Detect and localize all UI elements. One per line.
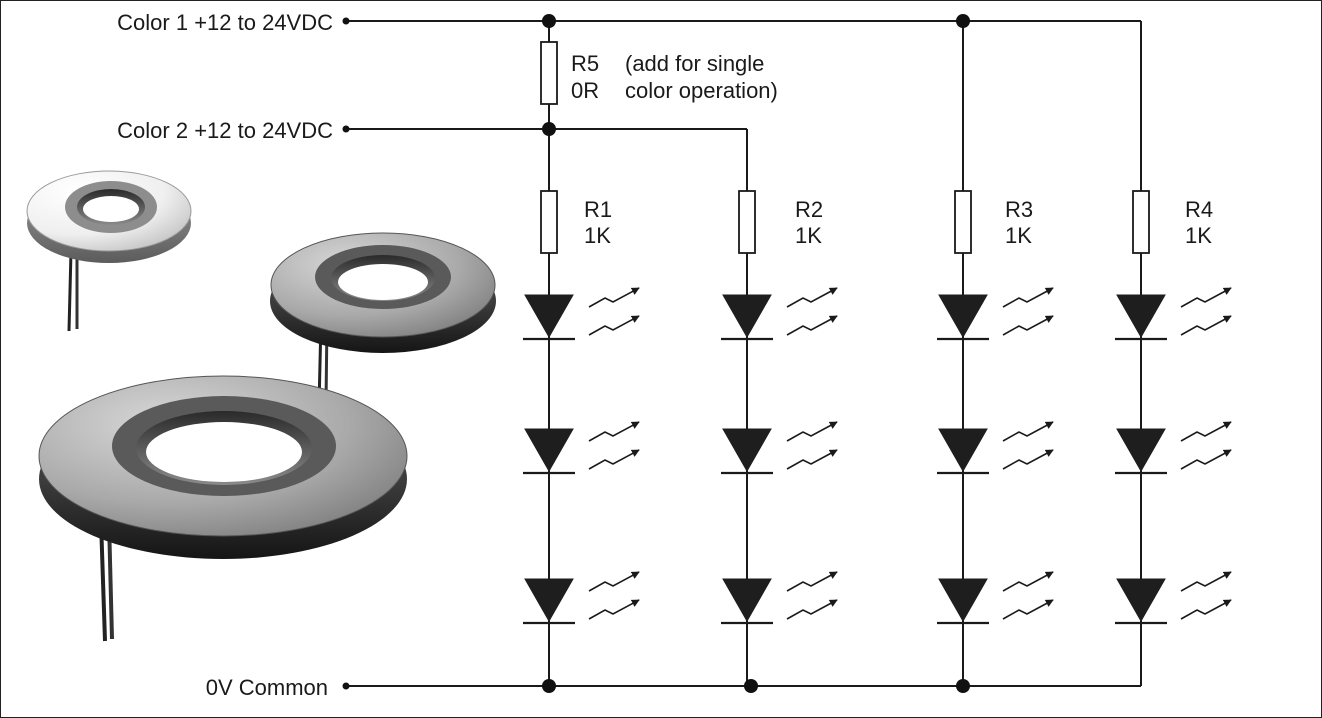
led-diode xyxy=(1116,578,1166,623)
terminal-color1 xyxy=(342,17,350,25)
r3-value: 1K xyxy=(1005,223,1032,248)
light-emission-arrow xyxy=(786,315,838,336)
r5-value: 0R xyxy=(571,78,599,103)
led-diode xyxy=(722,428,772,473)
light-emission-arrow xyxy=(786,571,838,592)
resistor-1 xyxy=(540,190,558,254)
medium-ring-light-image xyxy=(270,232,496,407)
small-ring-light-image xyxy=(26,170,192,332)
terminal-color2 xyxy=(342,125,350,133)
light-emission-arrow xyxy=(1180,421,1232,442)
light-emission-arrow xyxy=(1002,315,1054,336)
light-emission-arrow xyxy=(1002,571,1054,592)
color2-label: Color 2 +12 to 24VDC xyxy=(117,118,333,143)
light-emission-arrow xyxy=(786,449,838,470)
led-diode xyxy=(524,294,574,339)
light-emission-arrow xyxy=(1002,287,1054,308)
junction-dot xyxy=(542,14,556,28)
r3-name: R3 xyxy=(1005,197,1033,222)
light-emission-arrow xyxy=(1002,449,1054,470)
light-emission-arrow xyxy=(1180,315,1232,336)
led-diode xyxy=(722,578,772,623)
r2-name: R2 xyxy=(795,197,823,222)
resistor-4 xyxy=(1132,190,1150,254)
light-emission-arrow xyxy=(786,287,838,308)
light-emission-arrow xyxy=(1180,571,1232,592)
r5-resistor xyxy=(540,41,558,105)
junction-dot xyxy=(542,122,556,136)
r4-name: R4 xyxy=(1185,197,1213,222)
led-diode xyxy=(722,294,772,339)
light-emission-arrow xyxy=(1002,599,1054,620)
led-diode xyxy=(524,578,574,623)
r5-note-line1: (add for single xyxy=(625,51,764,76)
resistor-3 xyxy=(954,190,972,254)
light-emission-arrow xyxy=(588,287,640,308)
light-emission-arrow xyxy=(588,315,640,336)
led-diode xyxy=(938,578,988,623)
led-columns xyxy=(523,190,1232,686)
large-ring-light-image xyxy=(38,375,408,642)
led-diode xyxy=(938,294,988,339)
led-diode xyxy=(1116,294,1166,339)
r2-value: 1K xyxy=(795,223,822,248)
r4-value: 1K xyxy=(1185,223,1212,248)
light-emission-arrow xyxy=(1180,287,1232,308)
junctions xyxy=(342,14,970,693)
r1-name: R1 xyxy=(584,197,612,222)
light-emission-arrow xyxy=(1180,449,1232,470)
light-emission-arrow xyxy=(786,421,838,442)
junction-dot xyxy=(956,679,970,693)
led-diode xyxy=(524,428,574,473)
resistor-2 xyxy=(738,190,756,254)
junction-dot xyxy=(542,679,556,693)
light-emission-arrow xyxy=(588,421,640,442)
light-emission-arrow xyxy=(1002,421,1054,442)
led-diode xyxy=(938,428,988,473)
light-emission-arrow xyxy=(588,571,640,592)
light-emission-arrow xyxy=(1180,599,1232,620)
r5-note-line2: color operation) xyxy=(625,78,778,103)
wires xyxy=(346,20,1142,687)
common-label: 0V Common xyxy=(206,675,328,700)
terminal-common xyxy=(342,682,350,690)
led-diode xyxy=(1116,428,1166,473)
color1-label: Color 1 +12 to 24VDC xyxy=(117,10,333,35)
light-emission-arrow xyxy=(786,599,838,620)
light-emission-arrow xyxy=(588,599,640,620)
r5-name: R5 xyxy=(571,51,599,76)
r1-value: 1K xyxy=(584,223,611,248)
junction-dot xyxy=(956,14,970,28)
junction-dot xyxy=(744,679,758,693)
light-emission-arrow xyxy=(588,449,640,470)
